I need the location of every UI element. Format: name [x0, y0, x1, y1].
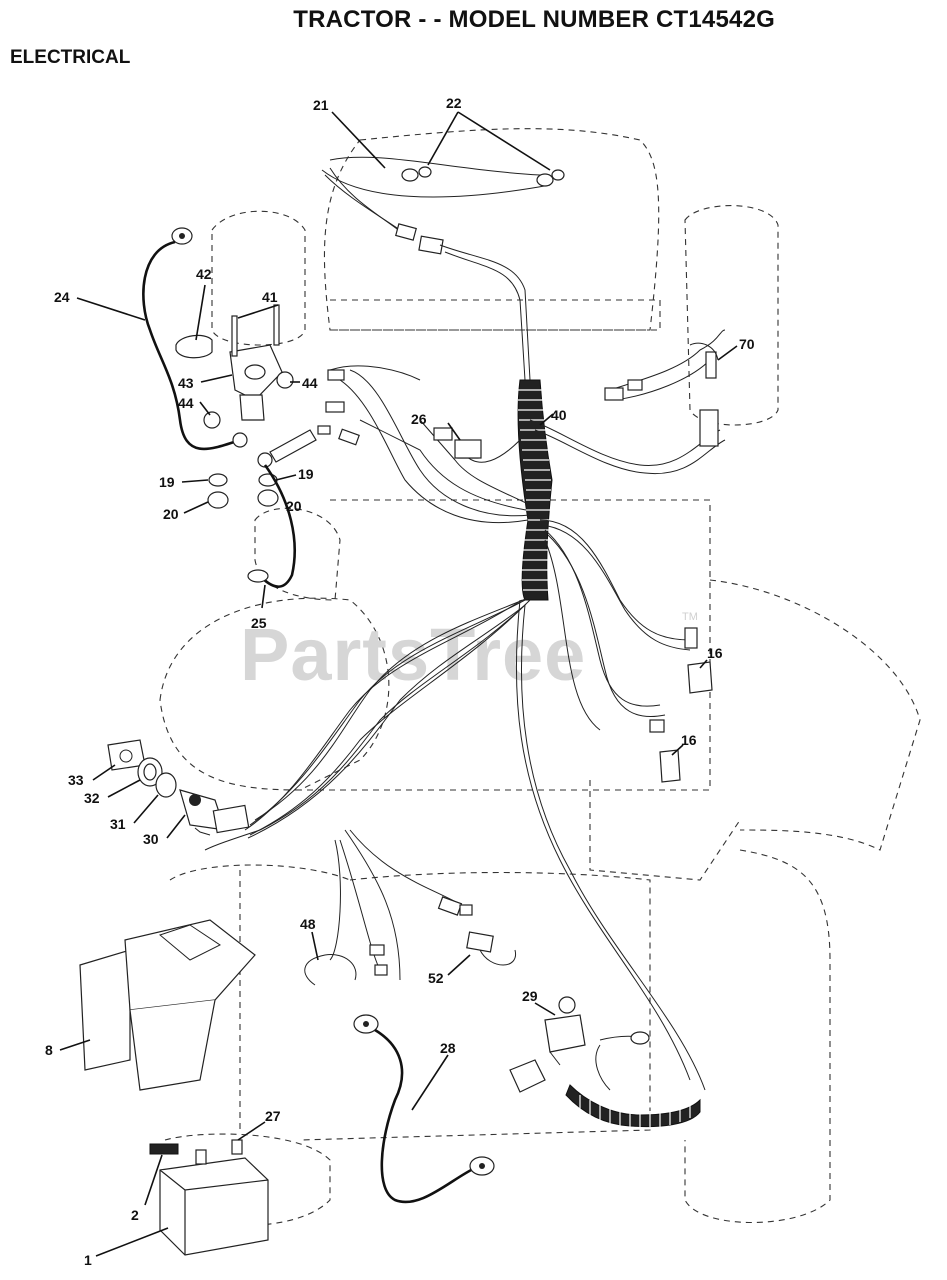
callout-40: 40: [551, 407, 567, 423]
callout-8: 8: [45, 1042, 53, 1058]
connector-26: [454, 439, 482, 459]
callout-16-upper: 16: [707, 645, 723, 661]
callout-21: 21: [313, 97, 329, 113]
callout-19-left: 19: [159, 474, 175, 490]
headlight-harness: [321, 156, 565, 381]
callout-29: 29: [522, 988, 538, 1004]
callout-16-lower: 16: [681, 732, 697, 748]
callout-52: 52: [428, 970, 444, 986]
component-52: [466, 931, 516, 966]
component-48: [304, 954, 357, 986]
callout-30: 30: [143, 831, 159, 847]
callout-24: 24: [54, 289, 70, 305]
callout-44-right: 44: [302, 375, 318, 391]
callout-43: 43: [178, 375, 194, 391]
callout-20-left: 20: [163, 506, 179, 522]
component-70: [689, 342, 719, 361]
watermark-trademark: TM: [682, 611, 698, 623]
callout-28: 28: [440, 1040, 456, 1056]
section-label: ELECTRICAL: [10, 47, 131, 68]
solenoid-assembly: [142, 227, 331, 588]
seat-switch: [509, 996, 701, 1128]
callout-1: 1: [84, 1252, 92, 1268]
callout-31: 31: [110, 816, 126, 832]
callout-48: 48: [300, 916, 316, 932]
callout-41: 41: [262, 289, 278, 305]
callout-2: 2: [131, 1207, 139, 1223]
callout-44-left: 44: [178, 395, 194, 411]
component-16-upper: [687, 661, 713, 694]
harness-loom: [517, 379, 553, 601]
callout-labels: 21 22 42 24 41 43 44 44 19 19 20 20 25 2…: [45, 95, 755, 1268]
callout-20-right: 20: [286, 498, 302, 514]
callout-26: 26: [411, 411, 427, 427]
watermark-text: PartsTree: [240, 613, 586, 696]
callout-32: 32: [84, 790, 100, 806]
component-16-lower: [659, 749, 681, 783]
battery: [149, 1139, 269, 1256]
callout-19-right: 19: [298, 466, 314, 482]
callout-33: 33: [68, 772, 84, 788]
callout-27: 27: [265, 1108, 281, 1124]
callout-25: 25: [251, 615, 267, 631]
callout-22: 22: [446, 95, 462, 111]
page-title: TRACTOR - - MODEL NUMBER CT14542G: [293, 6, 775, 33]
ground-cable: [353, 1014, 495, 1204]
callout-70: 70: [739, 336, 755, 352]
seat-bracket: [79, 919, 256, 1091]
leader-lines: [59, 111, 738, 1257]
callout-42: 42: [196, 266, 212, 282]
ignition-switch: [107, 739, 250, 836]
